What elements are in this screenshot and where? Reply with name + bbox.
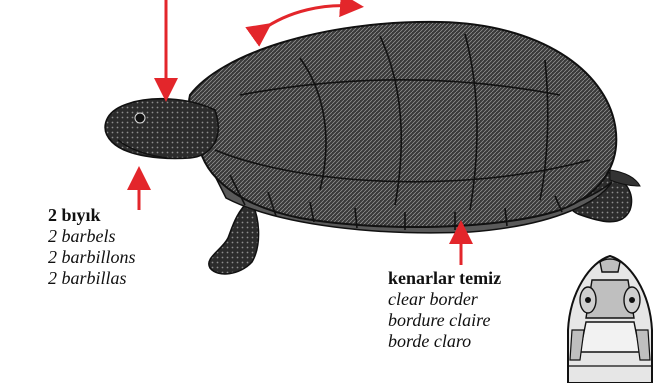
inset-snout: [600, 259, 620, 272]
border-annotation: kenarlar temiz clear border bordure clai…: [388, 268, 501, 352]
carapace: [189, 22, 616, 227]
turtle-head: [105, 99, 218, 159]
border-title: kenarlar temiz: [388, 268, 501, 289]
turtle-illustration: [105, 22, 640, 274]
inset-head-outline: [568, 256, 652, 383]
border-es: borde claro: [388, 331, 501, 352]
barbels-annotation: 2 bıyık 2 barbels 2 barbillons 2 barbill…: [48, 205, 136, 289]
barbels-fr: 2 barbillons: [48, 247, 136, 268]
barbels-en: 2 barbels: [48, 226, 136, 247]
head-top-view-inset: [568, 256, 652, 383]
inset-neck-plate: [580, 322, 640, 352]
eye-icon: [135, 113, 145, 123]
barbels-title: 2 bıyık: [48, 205, 136, 226]
front-leg: [209, 200, 259, 274]
border-fr: bordure claire: [388, 310, 501, 331]
shell-curve-arrow: [262, 6, 352, 30]
barbels-es: 2 barbillas: [48, 268, 136, 289]
border-en: clear border: [388, 289, 501, 310]
